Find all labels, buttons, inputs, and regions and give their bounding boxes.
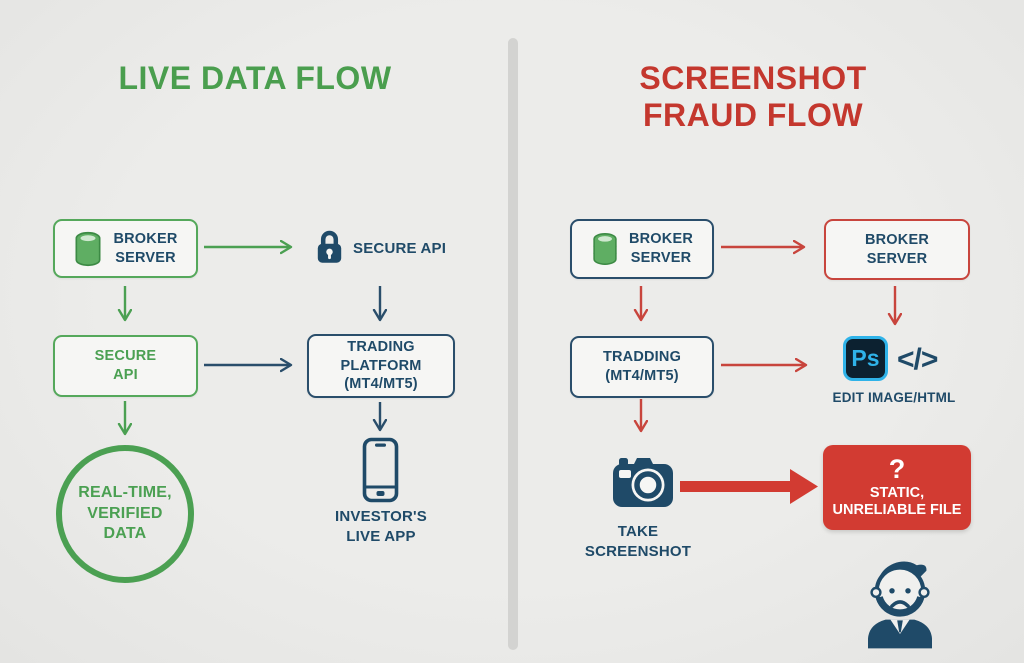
column-divider [508,38,518,650]
screenshot-fraud-flow-title: SCREENSHOT FRAUD FLOW [639,60,867,133]
broker-server-label: BROKER SERVER [628,231,694,266]
photoshop-label: Ps [851,345,880,371]
lock-icon [316,228,343,265]
camera-icon [611,453,675,510]
right-broker-server-box: BROKER SERVER [570,219,714,279]
question-mark-icon: ? [888,453,906,484]
big-red-arrow [680,469,818,504]
secure-api-label: SECURE API [353,240,447,257]
database-icon [73,231,103,267]
trading-platform-box: TRADING PLATFORM (MT4/MT5) [307,334,455,398]
tradding-label: TRADDING (MT4/MT5) [602,349,682,384]
secure-api-box: SECURE API [53,335,198,397]
trading-platform-label: TRADING PLATFORM (MT4/MT5) [340,338,422,393]
static-unreliable-file-box: ? STATIC, UNRELIABLE FILE [823,445,971,530]
left-broker-server-box: BROKER SERVER [53,219,198,278]
secure-api-box-label: SECURE API [94,348,157,383]
tradding-box: TRADDING (MT4/MT5) [570,336,714,398]
broker-server-label: BROKER SERVER [113,230,178,266]
smartphone-icon [362,437,399,503]
edit-image-html-label: EDIT IMAGE/HTML [832,390,956,405]
database-icon [591,232,619,266]
take-screenshot-label: TAKE SCREENSHOT [584,523,692,560]
code-icon: </> [897,343,938,376]
broker-server-label: BROKER SERVER [864,231,930,267]
sad-investor-icon [860,549,940,651]
realtime-verified-data-circle: REAL-TIME, VERIFIED DATA [56,445,194,583]
investors-live-app-label: INVESTOR'S LIVE APP [335,508,427,545]
static-unreliable-file-label: STATIC, UNRELIABLE FILE [832,484,962,518]
realtime-verified-data-label: REAL-TIME, VERIFIED DATA [78,483,172,543]
live-data-flow-title: LIVE DATA FLOW [118,60,392,96]
photoshop-icon: Ps [843,336,888,381]
fake-broker-server-box: BROKER SERVER [824,219,970,280]
